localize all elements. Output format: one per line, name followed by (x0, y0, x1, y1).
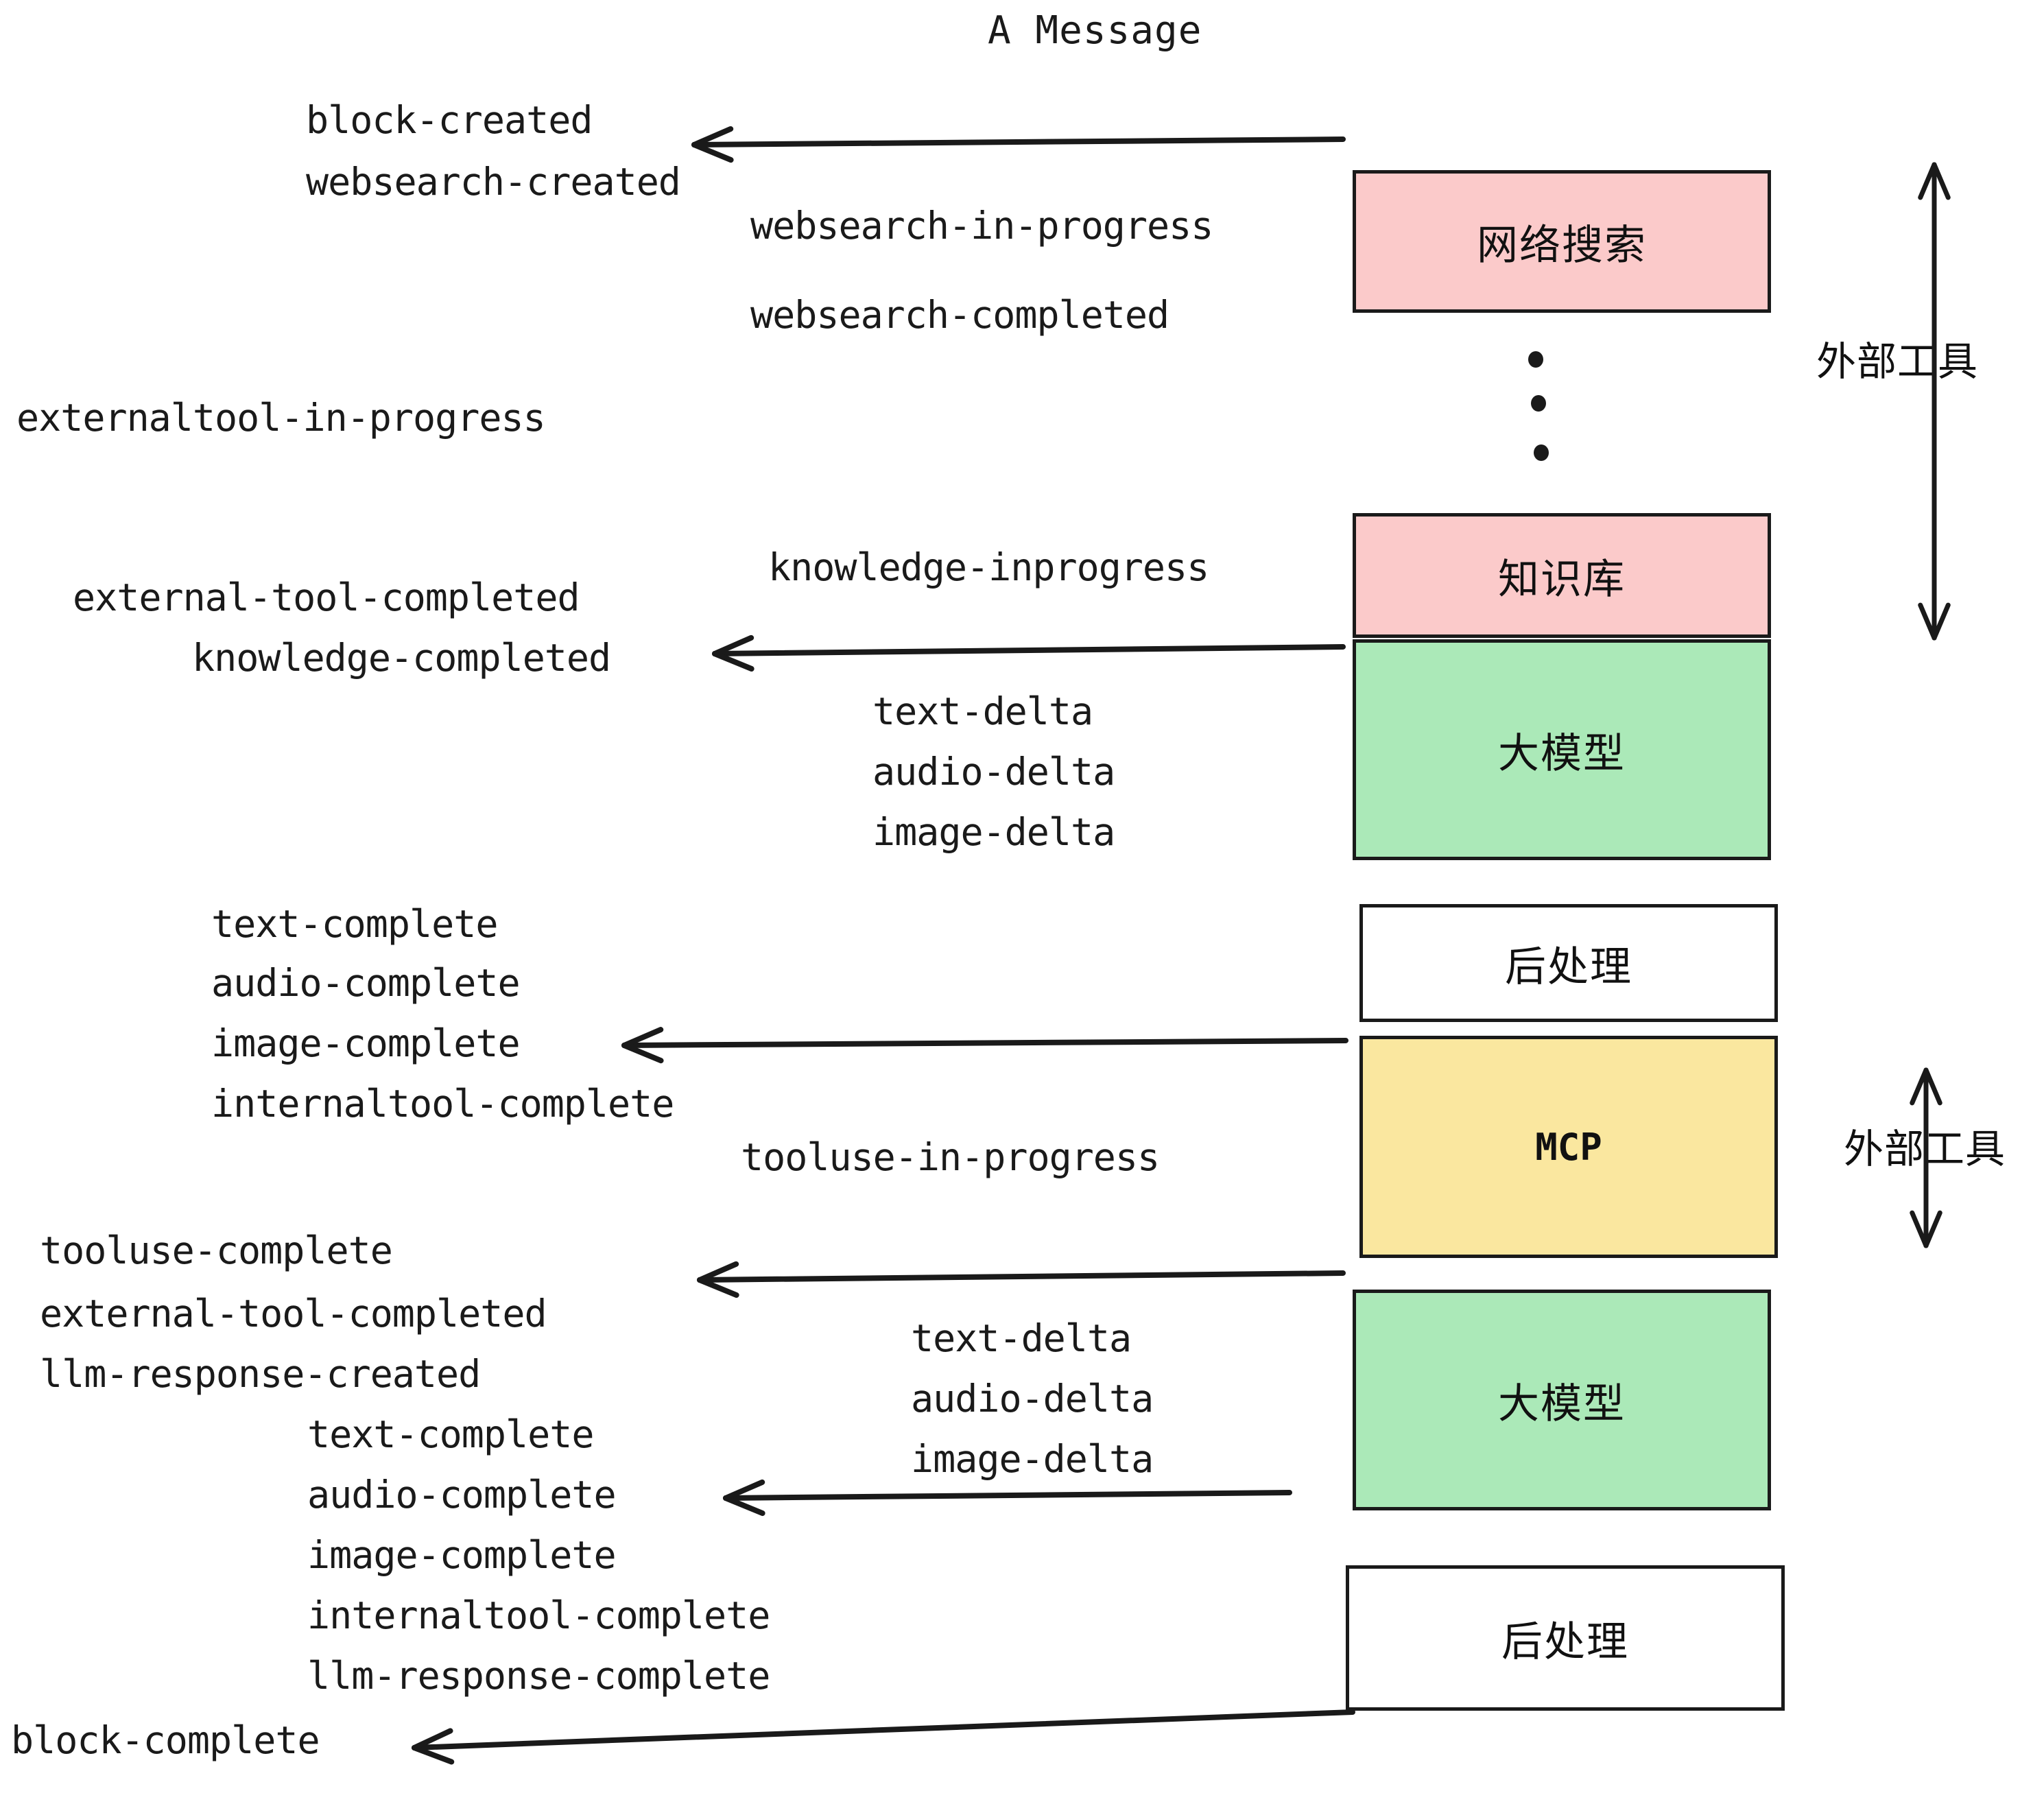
event-label-image-delta-1: image-delta (872, 810, 1115, 854)
ellipsis-dot (1534, 444, 1549, 461)
scope-head-up-external-tool-scope-bottom (1923, 1067, 1942, 1106)
ellipsis-dot (1531, 395, 1546, 412)
arrow-head-arrow-tooluse-complete (697, 1277, 739, 1298)
event-label-llm-response-created: llm-response-created (40, 1352, 481, 1396)
event-label-tooluse-complete: tooluse-complete (40, 1229, 393, 1272)
scope-head-down-external-tool-scope-top (1918, 602, 1937, 641)
arrow-head-arrow-image-complete (621, 1027, 664, 1048)
node-postprocess-first: 后处理 (1359, 904, 1778, 1022)
node-label: 大模型 (1498, 729, 1626, 778)
event-label-audio-complete-1: audio-complete (211, 961, 521, 1005)
scope-head-down-external-tool-scope-bottom (1910, 1210, 1929, 1248)
arrow-head-arrow-block-complete (412, 1745, 455, 1765)
event-label-text-complete-1: text-complete (211, 902, 498, 946)
node-label: 知识库 (1498, 555, 1626, 604)
arrow-line-arrow-image-complete (621, 1038, 1348, 1048)
event-label-image-delta-2: image-delta (911, 1437, 1154, 1481)
node-websearch: 网络搜索 (1353, 170, 1771, 313)
node-label: 后处理 (1501, 1617, 1629, 1666)
event-label-external-tool-completed-1: external-tool-completed (73, 575, 580, 619)
event-label-image-complete-1: image-complete (211, 1021, 521, 1065)
event-label-text-delta-2: text-delta (911, 1316, 1132, 1360)
node-label: 大模型 (1498, 1379, 1626, 1428)
arrow-head-arrow-block-complete (412, 1728, 453, 1750)
event-label-websearch-in-progress: websearch-in-progress (750, 204, 1213, 248)
arrow-head-arrow-knowledge-completed (712, 634, 754, 656)
node-mcp: MCP (1359, 1036, 1778, 1258)
arrow-head-arrow-block-created (691, 126, 734, 147)
arrow-line-arrow-block-created (691, 137, 1346, 147)
event-label-websearch-completed: websearch-completed (750, 293, 1169, 337)
event-label-websearch-created: websearch-created (306, 160, 681, 204)
node-llm-second: 大模型 (1353, 1290, 1771, 1510)
arrow-line-arrow-block-complete (412, 1709, 1355, 1750)
ellipsis-dot (1528, 351, 1543, 368)
event-label-internaltool-complete-2: internaltool-complete (307, 1593, 770, 1637)
event-label-block-created: block-created (306, 98, 593, 142)
event-label-externaltool-in-progress: externaltool-in-progress (16, 396, 546, 440)
scope-head-down-external-tool-scope-top (1932, 602, 1951, 641)
event-label-llm-response-complete: llm-response-complete (307, 1654, 770, 1698)
arrow-head-arrow-block-created (691, 142, 734, 163)
arrow-head-arrow-tooluse-complete (697, 1261, 739, 1283)
arrow-line-arrow-tooluse-complete (697, 1270, 1346, 1283)
side-label-external-tools-top: 外部工具 (1816, 338, 1979, 385)
node-label: 后处理 (1505, 942, 1632, 991)
arrow-head-arrow-audio-complete (723, 1495, 765, 1517)
event-label-text-delta-1: text-delta (872, 689, 1093, 733)
event-label-external-tool-completed-2: external-tool-completed (40, 1292, 547, 1336)
node-label: MCP (1535, 1125, 1602, 1169)
event-label-knowledge-completed: knowledge-completed (192, 636, 611, 680)
scope-head-up-external-tool-scope-top (1932, 162, 1951, 200)
scope-head-down-external-tool-scope-bottom (1923, 1210, 1942, 1248)
event-label-audio-complete-2: audio-complete (307, 1473, 617, 1517)
event-label-image-complete-2: image-complete (307, 1533, 617, 1577)
event-label-tooluse-in-progress: tooluse-in-progress (741, 1135, 1160, 1179)
event-label-knowledge-inprogress: knowledge-inprogress (768, 545, 1209, 589)
event-label-audio-delta-2: audio-delta (911, 1377, 1154, 1421)
diagram-title: A Message (988, 8, 1202, 53)
scope-head-up-external-tool-scope-bottom (1910, 1067, 1929, 1106)
arrow-line-arrow-knowledge-completed (712, 644, 1346, 656)
arrow-head-arrow-audio-complete (723, 1479, 765, 1501)
arrow-head-arrow-image-complete (621, 1043, 664, 1064)
event-label-internaltool-complete-1: internaltool-complete (211, 1082, 674, 1126)
side-label-external-tools-bottom: 外部工具 (1844, 1126, 2006, 1172)
scope-head-up-external-tool-scope-top (1918, 162, 1937, 200)
arrow-line-arrow-audio-complete (723, 1490, 1292, 1501)
node-knowledge: 知识库 (1353, 513, 1771, 638)
node-label: 网络搜索 (1477, 221, 1647, 270)
event-label-audio-delta-1: audio-delta (872, 750, 1115, 794)
arrow-head-arrow-knowledge-completed (712, 651, 754, 672)
node-postprocess-second: 后处理 (1346, 1565, 1785, 1711)
event-label-text-complete-2: text-complete (307, 1412, 594, 1456)
node-llm-first: 大模型 (1353, 639, 1771, 860)
event-label-block-complete: block-complete (11, 1718, 320, 1762)
